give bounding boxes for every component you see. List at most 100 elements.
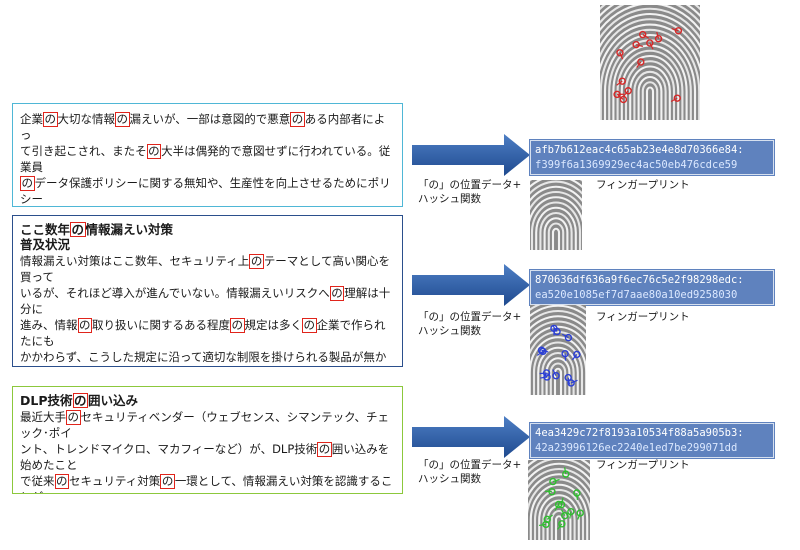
minutia-marker [537, 346, 546, 354]
fingerprint-ridge [537, 346, 579, 395]
minutia-marker [632, 40, 640, 49]
minutia-marker [624, 87, 632, 95]
minutia-direction [623, 90, 629, 97]
fingerprint-icon [528, 460, 590, 540]
text-run: ント、トレンドマイクロ、マカフィーなど）が、DLP技術 [20, 442, 318, 456]
fingerprint-ridge [600, 7, 700, 40]
minutia-direction [649, 42, 654, 50]
minutia-direction [546, 514, 553, 520]
text-run: 大切な情報 [57, 112, 116, 126]
text-run: 取り扱いに関するある程度 [92, 318, 230, 332]
title-line: 普及状況 [20, 237, 395, 252]
minutia-direction [616, 80, 623, 86]
minutia-direction [554, 504, 560, 511]
body-line: 情報漏えい対策はここ数年、セキュリティ上のテーマとして高い関心を買って [20, 253, 395, 285]
text-run: セキュリティ対策 [69, 474, 161, 488]
text-run: セキュリティベンダー（ウェブセンス、シマンテック、チェック･ポイ [20, 410, 390, 440]
body-line: いるが、それほど導入が進んでいない。情報漏えいリスクへの理解は十分に [20, 285, 395, 317]
arrow-right-icon [412, 264, 530, 306]
fingerprint-ridge [553, 367, 563, 395]
hash-line: ea520e1085ef7d7aae80a10ed9258030 [535, 289, 738, 301]
highlighted-no-char: の [329, 286, 345, 301]
body-line: て引き起こされ、またその大半は偶発的で意図せずに行われている。従業員 [20, 143, 395, 175]
title-line: DLP技術の囲い込み [20, 393, 395, 408]
highlighted-no-char: の [77, 318, 92, 333]
fingerprint-ridge [645, 86, 655, 120]
highlighted-no-char: の [66, 410, 81, 425]
minutia-marker [573, 350, 581, 359]
body-line: 企業の大切な情報の漏えいが、一部は意図的で悪意のある内部者によっ [20, 111, 395, 143]
fingerprint-ridge [530, 196, 582, 223]
arrow-right-icon [412, 134, 530, 176]
hash-line: 42a23996126ec2240e1ed7be299071dd [535, 442, 738, 454]
minutia-direction [617, 94, 624, 100]
highlighted-no-char: の [115, 112, 130, 127]
text-run: 囲い込み [88, 393, 139, 408]
minutia-marker [558, 520, 566, 528]
fingerprint-ridge [600, 28, 700, 120]
fingerprint-ridge [551, 227, 561, 250]
minutia-direction [540, 376, 548, 379]
minutia-marker [638, 30, 647, 39]
document-title: ここ数年の情報漏えい対策普及状況 [20, 222, 395, 252]
text-run: 大半は偶発的で意図せずに行われている。従業員 [20, 144, 391, 174]
fingerprint-ridge [603, 34, 697, 120]
minutia-direction [642, 34, 650, 39]
fingerprint-ridge [530, 305, 586, 318]
minutia-direction [635, 44, 644, 48]
fingerprint-ridge [535, 206, 577, 250]
minutia-direction [538, 523, 547, 527]
highlighted-no-char: の [249, 254, 264, 269]
minutia-direction [541, 349, 549, 353]
text-run: 情報漏えい対策はここ数年、セキュリティ上 [20, 254, 250, 268]
minutia-direction [552, 369, 557, 376]
document-box-3: DLP技術の囲い込み 最近大手のセキュリティベンダー（ウェブセンス、シマンテック… [12, 386, 403, 494]
fingerprint-ridge [528, 462, 590, 481]
caption-position-hash: 「の」の位置データ+ ハッシュ関数 [418, 459, 522, 485]
text-run: DLP技術 [20, 393, 73, 408]
document-text: 企業の大切な情報の漏えいが、一部は意図的で悪意のある内部者によって引き起こされ、… [20, 111, 395, 206]
document-box-2: ここ数年の情報漏えい対策普及状況 情報漏えい対策はここ数年、セキュリティ上のテー… [12, 215, 403, 367]
text-run: て引き起こされ、またそ [20, 144, 147, 158]
caption-fingerprint: フィンガープリント [596, 459, 690, 471]
minutia-direction [569, 511, 572, 519]
minutia-direction [577, 512, 581, 520]
fingerprint-ridge [528, 473, 590, 499]
highlighted-no-char: の [302, 318, 317, 333]
fingerprint-ridge [549, 362, 567, 395]
minutia-direction [670, 97, 678, 103]
minutia-marker [549, 477, 557, 486]
title-line: ここ数年の情報漏えい対策 [20, 222, 395, 237]
document-box-1: 企業の大切な情報の漏えいが、一部は意図的で悪意のある内部者によって引き起こされ、… [12, 103, 403, 207]
minutia-marker [576, 509, 584, 517]
minutia-marker [553, 327, 561, 336]
minutia-direction [539, 372, 547, 375]
minutia-marker [554, 500, 563, 509]
minutia-marker [543, 515, 551, 524]
fingerprint-ridge [530, 190, 582, 211]
text-run: ある内部者によっ [20, 112, 386, 142]
body-line: 最近大手のセキュリティベンダー（ウェブセンス、シマンテック、チェック･ポイ [20, 409, 395, 441]
arrow-right-icon [412, 416, 530, 458]
caption-fingerprint: フィンガープリント [596, 311, 690, 323]
highlighted-no-char: の [72, 393, 89, 408]
hash-line: 870636df636a9f6ec76c5e2f98298edc: [535, 274, 744, 286]
minutia-direction [561, 333, 569, 339]
text-run: 理解は十分に [20, 286, 391, 316]
highlighted-no-char: の [317, 442, 332, 457]
fingerprint-ridge [633, 70, 667, 120]
minutia-direction [552, 478, 560, 483]
fingerprint-ridge [538, 494, 580, 540]
fingerprint-ridge [530, 201, 582, 250]
minutia-direction [576, 492, 579, 501]
hash-value-box: 4ea3429c72f8193a10534f88a5a905b3: 42a239… [530, 423, 774, 458]
caption-fingerprint: フィンガープリント [596, 179, 690, 191]
highlighted-no-char: の [290, 112, 305, 127]
minutia-direction [571, 354, 578, 361]
caption-position-hash: 「の」の位置データ+ ハッシュ関数 [418, 311, 522, 337]
hash-line: afb7b612eac4c65ab23e4e8d70366e84: [535, 144, 744, 156]
minutia-direction [552, 325, 558, 332]
minutia-marker [619, 95, 628, 104]
minutia-direction [619, 52, 624, 60]
